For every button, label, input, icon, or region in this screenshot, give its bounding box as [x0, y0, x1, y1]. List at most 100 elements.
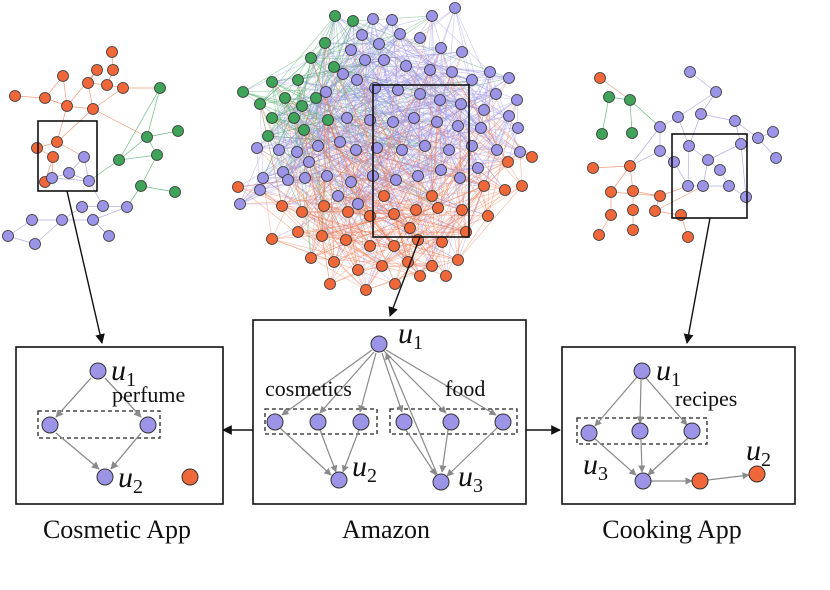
- amazon-net-edge: [304, 103, 462, 179]
- amazon-net-edge: [271, 81, 327, 93]
- amazon-net-node: [443, 144, 455, 156]
- amazon-net-edge: [419, 93, 473, 147]
- amazon-net-edge: [315, 97, 352, 183]
- amazon-net-edge: [409, 51, 463, 229]
- amazon-net-edge: [325, 91, 411, 229]
- amazon-net-edge: [310, 257, 367, 291]
- amazon-net-edge: [267, 79, 358, 137]
- amazon-net-edge: [293, 117, 312, 259]
- amazon-net-edge: [278, 149, 328, 177]
- amazon-net-edge: [282, 87, 376, 173]
- amazon-net-node: [452, 120, 464, 132]
- amazon-net-edge: [326, 175, 443, 243]
- amazon-net-node: [266, 76, 278, 88]
- amazon-net-edge: [315, 97, 348, 119]
- amazon-net-edge: [310, 33, 401, 59]
- amazon-net-edge: [417, 167, 479, 177]
- amazon-net-node: [352, 198, 364, 210]
- amazon-net-edge: [262, 177, 396, 285]
- amazon-net-edge: [262, 175, 328, 179]
- amazon-net-edge: [271, 81, 385, 197]
- caption-cosmetic-app: Cosmetic App: [43, 515, 191, 544]
- amazon-net-node: [305, 52, 317, 64]
- amazon-net-node: [356, 29, 368, 41]
- amazon-net-edge: [419, 93, 485, 111]
- amazon-net-node: [511, 94, 523, 106]
- amazon-net-edge: [429, 69, 498, 151]
- amazon-net-edge: [356, 65, 407, 81]
- amazon-net-edge: [304, 147, 378, 179]
- amazon-net-edge: [356, 79, 419, 177]
- amazon-net-edge: [267, 135, 374, 177]
- amazon-net-edge: [282, 97, 286, 173]
- amazon-net-edge: [259, 175, 328, 191]
- amazon-net-edge: [303, 59, 385, 131]
- amazon-net-edge: [284, 97, 395, 247]
- cosmetic-net-node: [113, 154, 125, 166]
- amazon-net-edge: [374, 87, 415, 119]
- amazon-node-cosmetics-2: [309, 413, 327, 431]
- cooking-label-u3: u3: [583, 448, 608, 485]
- amazon-net-edge: [326, 167, 479, 177]
- amazon-net-edge: [437, 169, 442, 209]
- amazon-net-edge: [237, 151, 298, 188]
- amazon-subgraph: u1 u2 u3 cosmetics food: [264, 317, 518, 497]
- cosmetic-node-item-b: [139, 416, 157, 434]
- amazon-net-edge: [315, 93, 497, 99]
- amazon-net-edge: [350, 181, 411, 229]
- amazon-net-edge: [333, 65, 407, 68]
- amazon-net-node: [503, 72, 515, 84]
- amazon-net-edge: [346, 117, 433, 197]
- amazon-net-edge: [315, 97, 415, 119]
- cooking-net-node: [672, 111, 684, 123]
- cosmetic-network-graph: [2, 46, 184, 250]
- amazon-net-node: [350, 144, 362, 156]
- cooking-net-node: [587, 162, 599, 174]
- amazon-net-edge: [337, 167, 479, 197]
- amazon-net-edge: [507, 127, 519, 163]
- amazon-net-edge: [459, 127, 482, 179]
- amazon-net-edge: [376, 147, 485, 187]
- cooking-net-node: [770, 152, 782, 164]
- amazon-net-edge: [296, 119, 371, 153]
- amazon-net-edge: [296, 151, 461, 179]
- amazon-net-edge: [352, 20, 510, 79]
- amazon-net-edge: [315, 97, 397, 181]
- cooking-net-edge: [592, 165, 631, 169]
- amazon-net-edge: [445, 177, 461, 277]
- amazon-net-node: [347, 15, 359, 27]
- amazon-net-edge: [310, 57, 339, 197]
- amazon-net-edge: [392, 121, 397, 181]
- cooking-net-node: [654, 145, 666, 157]
- amazon-node-food-3: [494, 413, 512, 431]
- amazon-net-edge: [346, 93, 497, 119]
- amazon-net-edge: [310, 47, 442, 59]
- amazon-net-edge: [303, 89, 399, 131]
- amazon-net-edge: [325, 91, 357, 151]
- amazon-net-edge: [419, 115, 510, 277]
- amazon-net-edge: [440, 7, 456, 171]
- cosmetic-net-node: [135, 180, 147, 192]
- amazon-net-edge: [372, 175, 463, 211]
- cooking-net-edge: [599, 77, 631, 101]
- amazon-net-edge: [315, 97, 485, 187]
- amazon-net-edge: [308, 161, 463, 211]
- amazon-net-edge: [393, 213, 489, 217]
- connector-center: [388, 236, 421, 317]
- amazon-net-edge: [310, 185, 485, 259]
- amazon-net-edge: [361, 34, 510, 117]
- cooking-net-node: [627, 185, 639, 197]
- amazon-net-edge: [454, 7, 482, 129]
- amazon-net-node: [232, 181, 244, 193]
- amazon-net-edge: [350, 51, 463, 183]
- amazon-net-edge: [480, 71, 491, 129]
- cosmetic-net-node: [29, 238, 41, 250]
- amazon-net-edge: [259, 141, 341, 191]
- cosmetic-net-node: [154, 82, 166, 94]
- cooking-net-edge: [629, 126, 661, 167]
- cooking-net-node: [654, 190, 666, 202]
- amazon-net-edge: [365, 175, 419, 291]
- amazon-net-edge: [267, 135, 341, 143]
- amazon-net-edge: [333, 245, 371, 263]
- amazon-net-edge: [397, 89, 479, 169]
